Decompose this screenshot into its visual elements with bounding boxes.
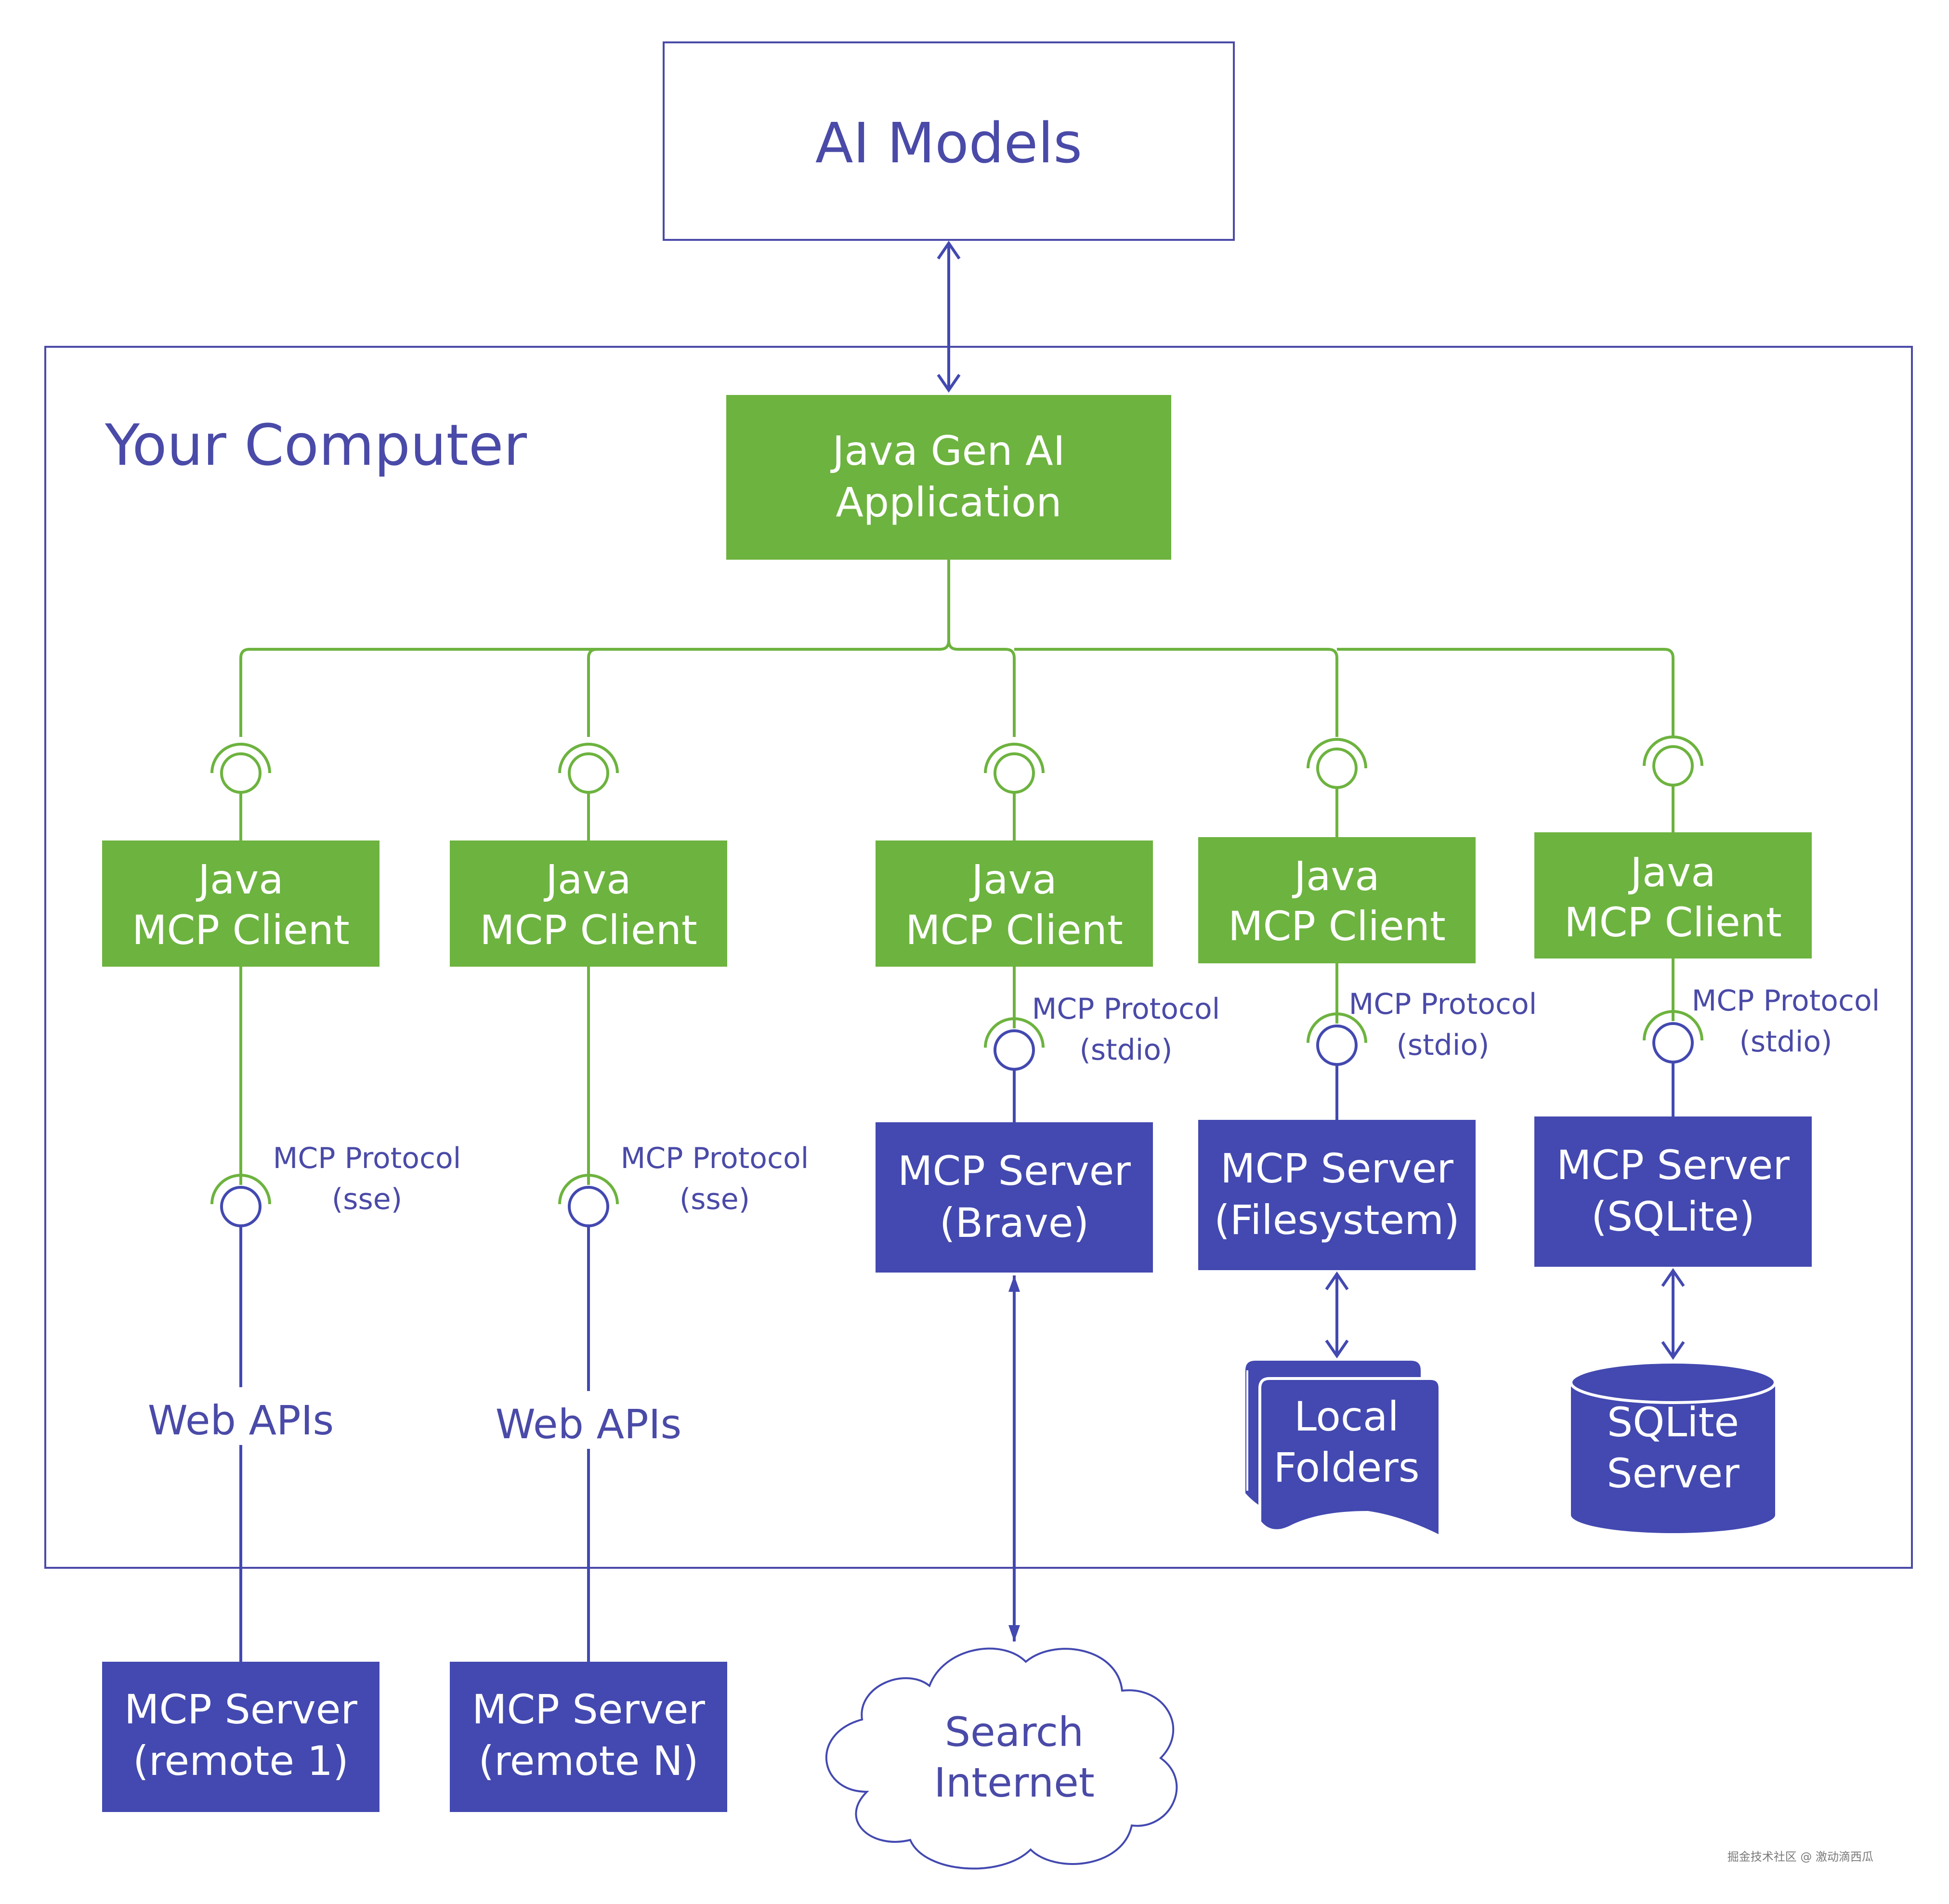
protocol-label-line2: (stdio) (1079, 1033, 1172, 1067)
socket-icon (558, 743, 619, 840)
client-label-line1: Java (196, 856, 283, 903)
server-label-line2: (Brave) (940, 1199, 1089, 1247)
mcp-client-5: Java MCP Client (1534, 832, 1812, 959)
server-label-line1: MCP Server (1220, 1145, 1453, 1192)
interface-icon (1652, 1022, 1694, 1064)
local-folders-node: Local Folders (1245, 1361, 1441, 1539)
mcp-server-remote-n: MCP Server (remote N) (450, 1662, 727, 1812)
ai-models-label: AI Models (815, 111, 1082, 176)
local-connection-brave: MCP Protocol (stdio) (984, 967, 1220, 1122)
client-label-line2: MCP Client (905, 906, 1123, 954)
socket-icon (1643, 1010, 1703, 1041)
protocol-label-line2: (stdio) (1739, 1025, 1832, 1059)
client-label-line2: MCP Client (1564, 899, 1782, 946)
remote-connection-2: MCP Protocol (sse) Web APIs (496, 967, 809, 1662)
protocol-label-line2: (stdio) (1396, 1028, 1489, 1062)
client-label-line1: Java (543, 856, 631, 903)
server-label-line2: (remote 1) (133, 1737, 349, 1785)
application-connector-tree (239, 560, 1674, 737)
interface-icon (1316, 1024, 1358, 1066)
local-folders-label-line2: Folders (1273, 1444, 1419, 1491)
upper-sockets (210, 735, 1703, 840)
socket-icon (210, 1174, 271, 1205)
server-label-line1: MCP Server (472, 1686, 705, 1733)
your-computer-region: Your Computer (44, 346, 1913, 1569)
protocol-label-line1: MCP Protocol (1349, 987, 1537, 1021)
region-label: Your Computer (105, 412, 527, 478)
interface-icon (994, 1029, 1035, 1071)
client-label-line2: MCP Client (480, 906, 697, 954)
application-label-line2: Application (836, 479, 1061, 526)
protocol-label-line2: (sse) (680, 1182, 750, 1216)
remote-connection-1: MCP Protocol (sse) Web APIs (148, 967, 461, 1662)
protocol-label-line1: MCP Protocol (1692, 984, 1880, 1018)
socket-icon (210, 743, 271, 840)
client-label-line2: MCP Client (1228, 903, 1446, 950)
socket-icon (984, 743, 1045, 840)
protocol-label-line1: MCP Protocol (273, 1142, 461, 1175)
client-label-line1: Java (1292, 853, 1379, 900)
web-apis-label: Web APIs (496, 1401, 682, 1448)
server-label-line2: (Filesystem) (1214, 1196, 1460, 1244)
server-label-line2: (remote N) (478, 1737, 698, 1785)
sqlite-db-label-line1: SQLite (1607, 1399, 1739, 1446)
local-connection-filesystem: MCP Protocol (stdio) (1307, 963, 1537, 1120)
client-label-line1: Java (969, 856, 1057, 903)
socket-icon (558, 1174, 619, 1205)
socket-icon (1643, 735, 1703, 833)
java-gen-ai-application: Java Gen AI Application (726, 395, 1171, 560)
client-label-line2: MCP Client (132, 906, 350, 954)
local-connection-sqlite: MCP Protocol (stdio) (1643, 959, 1880, 1116)
protocol-label-line1: MCP Protocol (1032, 992, 1220, 1026)
ai-models-node: AI Models (663, 41, 1235, 241)
mcp-client-1: Java MCP Client (102, 840, 379, 967)
mcp-server-sqlite: MCP Server (SQLite) (1534, 1116, 1812, 1267)
mcp-server-filesystem: MCP Server (Filesystem) (1198, 1120, 1476, 1270)
search-internet-label-line2: Internet (934, 1759, 1095, 1806)
client-label-line1: Java (1628, 849, 1715, 896)
mcp-client-3: Java MCP Client (876, 840, 1153, 967)
database-icon (1570, 1361, 1777, 1404)
sqlite-db-label-line2: Server (1607, 1450, 1740, 1497)
application-label-line1: Java Gen AI (830, 427, 1065, 474)
mcp-server-remote-1: MCP Server (remote 1) (102, 1662, 379, 1812)
sqlite-database-node: SQLite Server (1570, 1361, 1777, 1533)
search-internet-node: Search Internet (825, 1647, 1178, 1870)
interface-icon (220, 1186, 262, 1227)
socket-icon (1307, 1012, 1367, 1043)
web-apis-label: Web APIs (148, 1397, 334, 1444)
cloud-icon (825, 1647, 1178, 1870)
server-label-line1: MCP Server (898, 1147, 1131, 1195)
local-folders-label-line1: Local (1294, 1393, 1399, 1440)
mcp-server-brave: MCP Server (Brave) (876, 1122, 1153, 1273)
server-label-line2: (SQLite) (1591, 1193, 1755, 1240)
interface-icon (568, 1186, 609, 1227)
server-label-line1: MCP Server (124, 1686, 357, 1733)
watermark-label: 掘金技术社区 @ 激动滴西瓜 (1727, 1850, 1873, 1864)
protocol-label-line1: MCP Protocol (621, 1142, 809, 1175)
protocol-label-line2: (sse) (332, 1182, 402, 1216)
server-label-line1: MCP Server (1557, 1142, 1790, 1189)
socket-icon (1307, 738, 1367, 838)
search-internet-label-line1: Search (945, 1708, 1084, 1756)
socket-icon (984, 1017, 1045, 1048)
mcp-client-2: Java MCP Client (450, 840, 727, 967)
mcp-client-4: Java MCP Client (1198, 837, 1476, 963)
